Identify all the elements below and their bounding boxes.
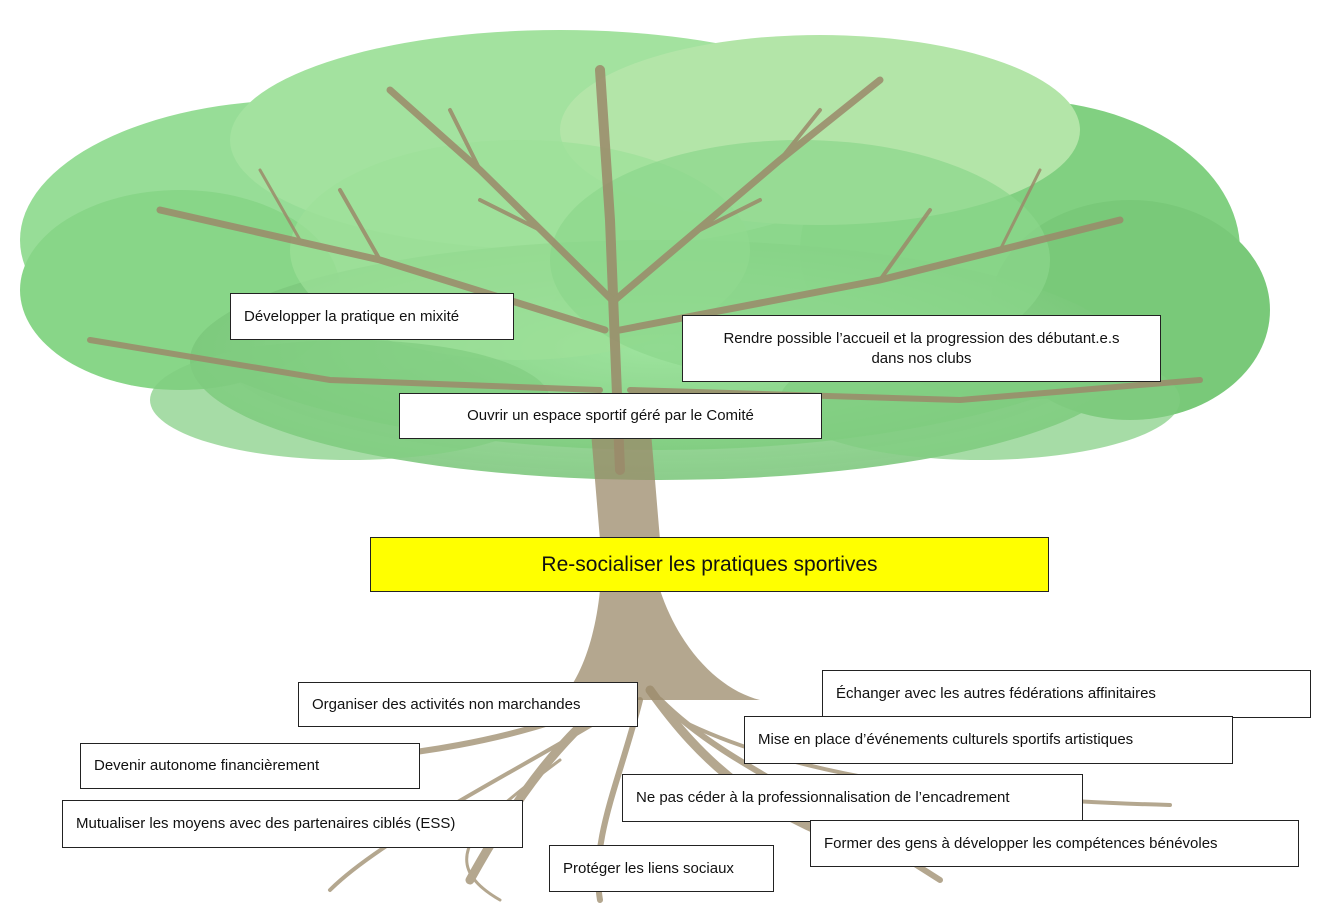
node-echanger-label: Échanger avec les autres fédérations aff… [836,685,1156,702]
node-activites-label: Organiser des activités non marchandes [312,695,581,713]
node-accueil: Rendre possible l’accueil et la progress… [682,315,1161,382]
node-espace-label: Ouvrir un espace sportif géré par le Com… [467,407,754,424]
node-mutualiser-label: Mutualiser les moyens avec des partenair… [76,815,456,832]
main-goal-label: Re-socialiser les pratiques sportives [541,552,878,576]
main-goal-box: Re-socialiser les pratiques sportives [370,537,1049,592]
node-liens-label: Protéger les liens sociaux [563,859,734,877]
node-evenements-label: Mise en place d’événements culturels spo… [758,731,1134,748]
node-accueil-label: Rendre possible l’accueil et la progress… [723,329,1120,367]
node-mutualiser: Mutualiser les moyens avec des partenair… [62,800,523,848]
node-mixite: Développer la pratique en mixité [230,293,514,340]
node-espace: Ouvrir un espace sportif géré par le Com… [399,393,822,439]
node-mixite-label: Développer la pratique en mixité [244,307,460,325]
node-professionnalisation: Ne pas céder à la professionnalisation d… [622,774,1083,822]
trunk [560,420,760,700]
node-former-label: Former des gens à développer les compéte… [824,834,1218,852]
node-echanger: Échanger avec les autres fédérations aff… [822,670,1311,718]
node-evenements: Mise en place d’événements culturels spo… [744,716,1233,764]
node-activites: Organiser des activités non marchandes [298,682,638,727]
node-professionnalisation-label: Ne pas céder à la professionnalisation d… [636,789,1010,806]
node-autonome-label: Devenir autonome financièrement [94,757,320,774]
node-autonome: Devenir autonome financièrement [80,743,420,789]
node-liens: Protéger les liens sociaux [549,845,774,892]
node-former: Former des gens à développer les compéte… [810,820,1299,867]
